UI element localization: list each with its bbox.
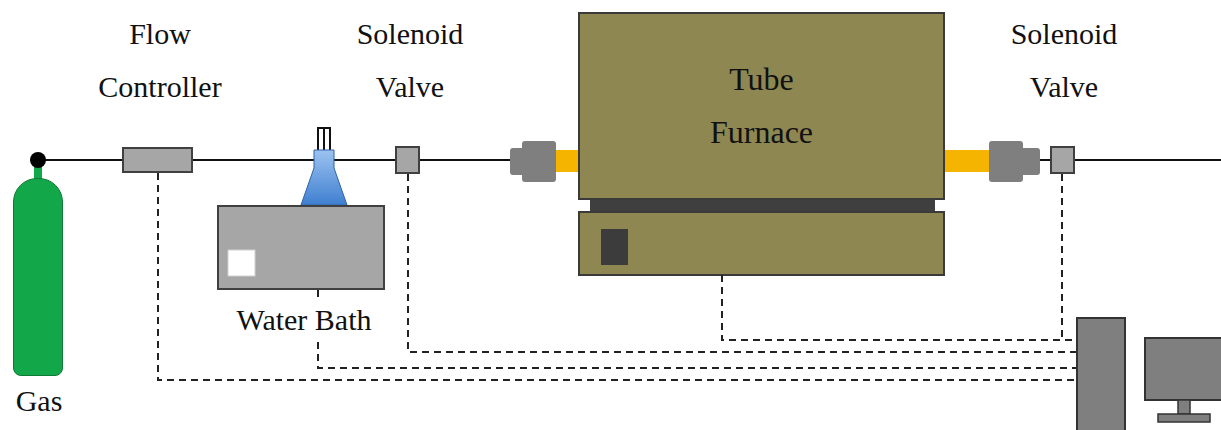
cylinder-valve — [30, 152, 46, 168]
solenoid-valve: Solenoid Valve — [395, 146, 420, 174]
tube-end — [555, 150, 580, 172]
node-label: Solenoid Valve — [357, 7, 464, 113]
bath-display — [228, 250, 255, 276]
node-label: Gas — [16, 383, 63, 419]
gas-line — [193, 128, 395, 160]
water-bath-box: Water Bath — [217, 205, 385, 290]
flange — [522, 141, 556, 182]
tube-end — [943, 150, 991, 172]
control-wire — [722, 275, 1077, 340]
node-label: Tube Furnace — [710, 53, 813, 159]
flange — [1019, 148, 1040, 175]
solenoid-valve: Solenoid Valve — [1050, 146, 1075, 174]
flange — [989, 141, 1023, 182]
computer-tower — [1077, 318, 1125, 430]
control-wire — [158, 173, 1077, 380]
control-wire — [317, 290, 319, 297]
control-wire — [318, 342, 1077, 368]
gas-cylinder: Gas — [13, 178, 63, 376]
tube-furnace-box: Tube Furnace — [578, 12, 945, 200]
computer-monitor — [1145, 338, 1221, 400]
monitor-stand — [1178, 400, 1190, 414]
flask — [301, 150, 347, 205]
gas-line — [1075, 159, 1221, 161]
furnace-base — [590, 200, 935, 212]
node-label: Water Bath — [236, 300, 371, 340]
node-label: Flow Controller — [98, 7, 221, 113]
gas-line — [1040, 159, 1050, 161]
monitor-base — [1158, 414, 1210, 422]
furnace-panel — [601, 229, 628, 265]
control-wire — [408, 174, 1077, 352]
furnace-controller — [579, 212, 944, 275]
gas-line — [38, 160, 122, 178]
flow-controller-box: Flow Controller — [122, 147, 193, 173]
node-label: Solenoid Valve — [1011, 7, 1118, 113]
control-wire — [1061, 174, 1063, 340]
